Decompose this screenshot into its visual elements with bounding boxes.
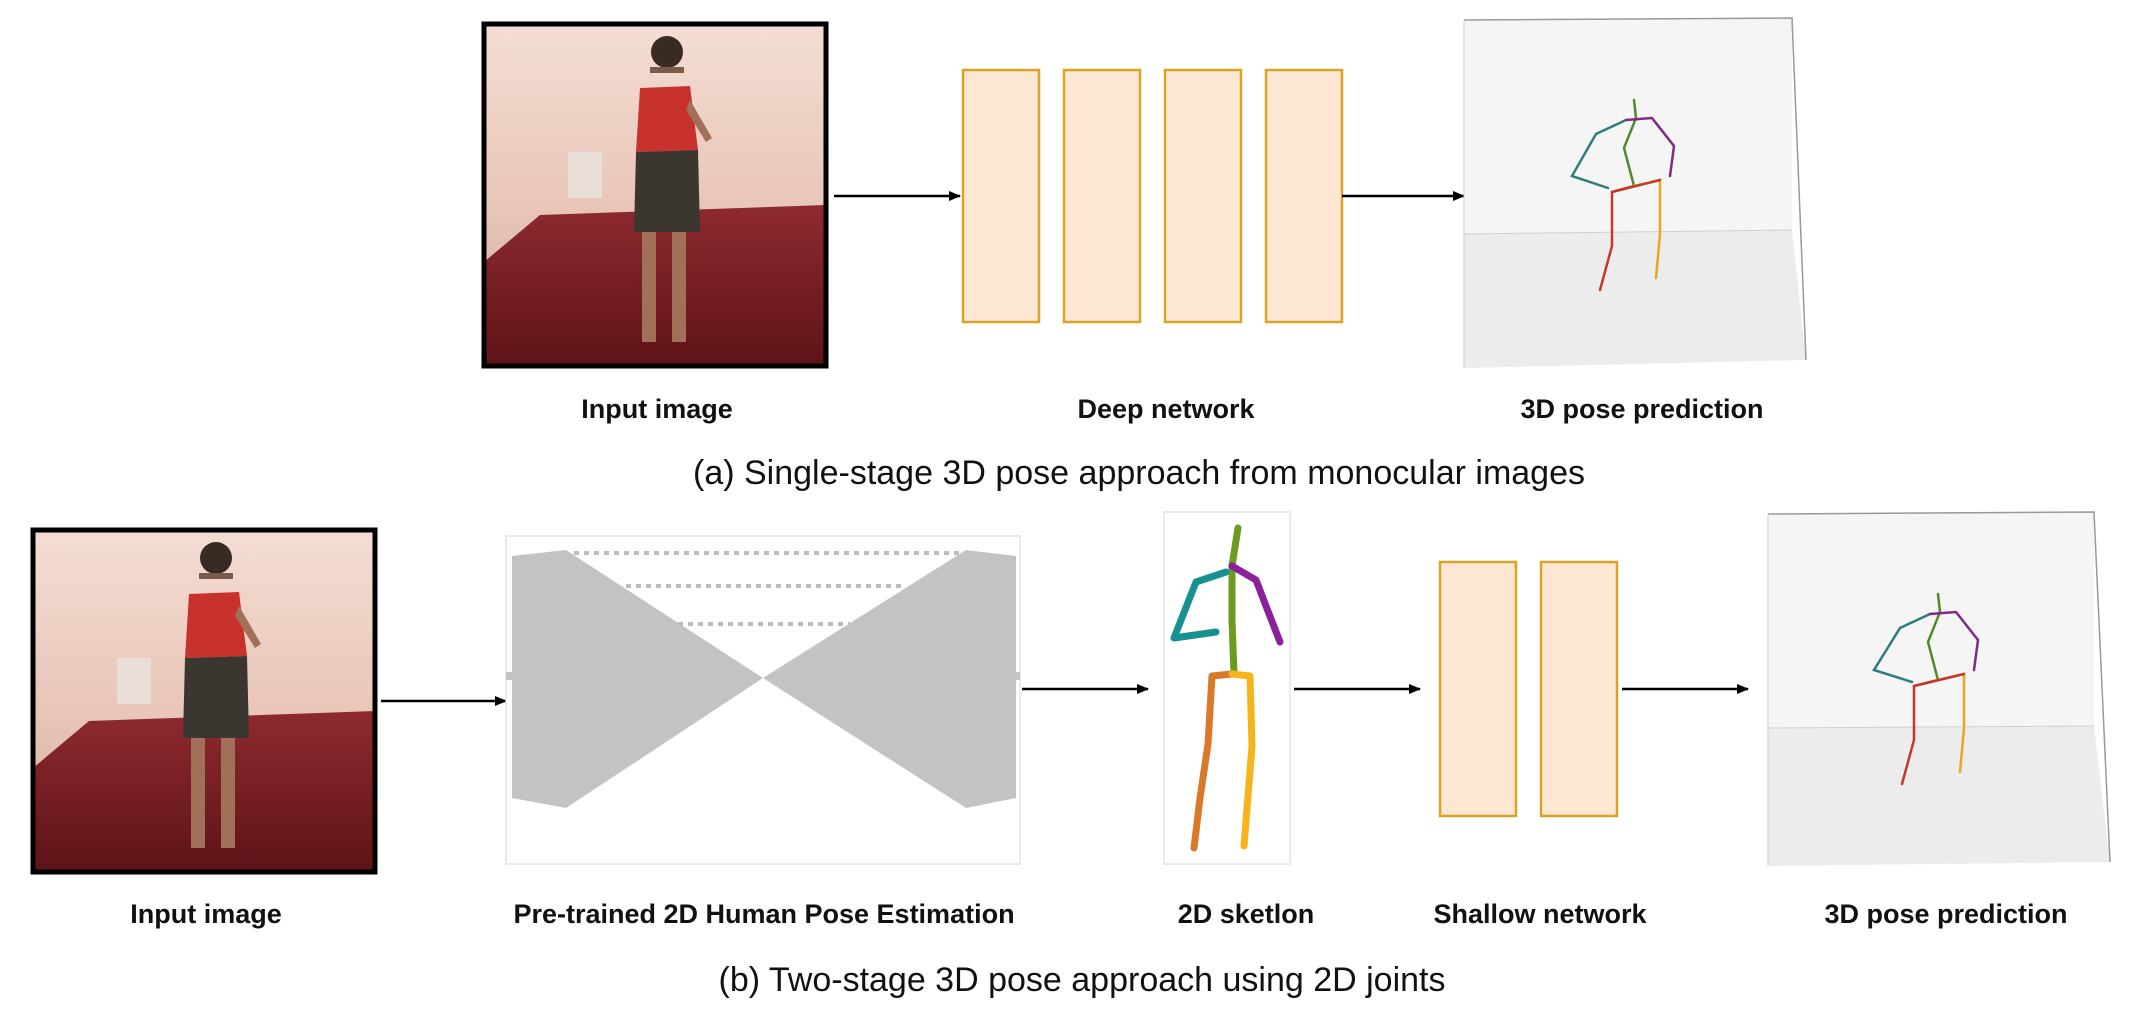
label-shallow-network: Shallow network [1433,899,1647,929]
label-2d-sketch: 2D sketlon [1177,899,1315,929]
pose-3d-plot-a [1463,17,1807,368]
caption-b: (b) Two-stage 3D pose approach using 2D … [718,961,1446,999]
person-photo-icon [183,542,261,848]
deep-network-layers [961,68,1344,324]
network-layer [1438,560,1518,818]
network-layer [1539,560,1619,818]
network-layer [1264,68,1344,324]
input-image-a [481,21,829,369]
label-3d-pose-prediction-a: 3D pose prediction [1520,394,1764,424]
pretrained-hourglass [505,535,1021,865]
caption-a: (a) Single-stage 3D pose approach from m… [692,454,1586,492]
person-photo-icon [634,36,712,342]
sketch-2d [1163,511,1291,865]
shallow-network-layers [1438,560,1619,818]
label-deep-network: Deep network [1077,394,1255,424]
pose-3d-plot-b [1767,511,2111,866]
skeleton-icon [1872,592,1980,786]
label-3d-pose-prediction-b: 3D pose prediction [1824,899,2068,929]
label-input-image-a: Input image [581,394,733,424]
label-input-image-b: Input image [130,899,282,929]
skeleton-icon [1170,524,1284,852]
network-layer [1062,68,1142,324]
input-image-b [30,527,378,875]
network-layer [1163,68,1243,324]
network-layer [961,68,1041,324]
skeleton-icon [1570,98,1676,292]
label-pretrained-2d-hpe: Pre-trained 2D Human Pose Estimation [513,899,1015,929]
